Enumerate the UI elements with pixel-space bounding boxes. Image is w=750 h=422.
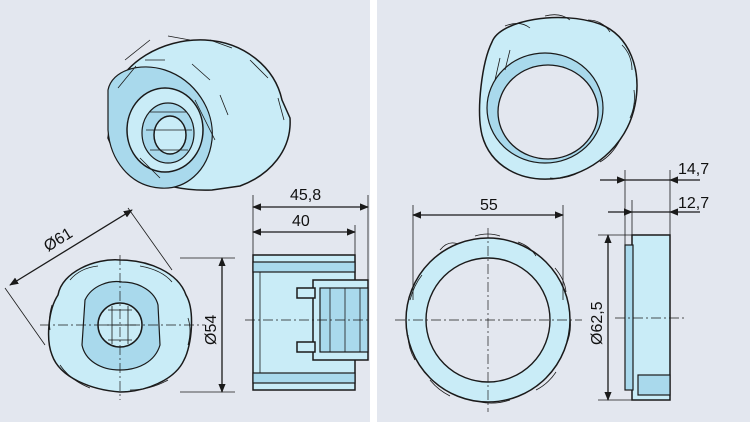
adapter-side-view — [245, 254, 370, 391]
dim-diameter-54-label: Ø54 — [203, 315, 220, 345]
dim-diameter-62-5: Ø62,5 — [589, 234, 632, 401]
dim-diameter-61-label: Ø61 — [41, 225, 76, 255]
dim-length-40: 40 — [252, 213, 356, 255]
dim-width-55-label: 55 — [480, 197, 498, 214]
dim-thickness-14-7: 14,7 — [600, 161, 709, 245]
dim-length-45-8: 45,8 — [252, 187, 369, 282]
adapter-isometric-view — [107, 35, 291, 191]
ring-front-view — [395, 228, 582, 412]
dim-diameter-62-5-label: Ø62,5 — [589, 301, 606, 345]
dim-thickness-14-7-label: 14,7 — [678, 161, 709, 178]
dim-length-40-label: 40 — [292, 213, 310, 230]
adapter-front-view — [40, 255, 205, 400]
dim-length-45-8-label: 45,8 — [290, 187, 321, 204]
dim-width-55: 55 — [412, 197, 564, 300]
dim-thickness-12-7: 12,7 — [608, 195, 709, 235]
ring-side-view — [615, 234, 685, 401]
dim-thickness-12-7-label: 12,7 — [678, 195, 709, 212]
ring-isometric-view — [478, 14, 638, 180]
panel-divider — [370, 0, 377, 422]
dim-diameter-54: Ø54 — [180, 257, 235, 393]
